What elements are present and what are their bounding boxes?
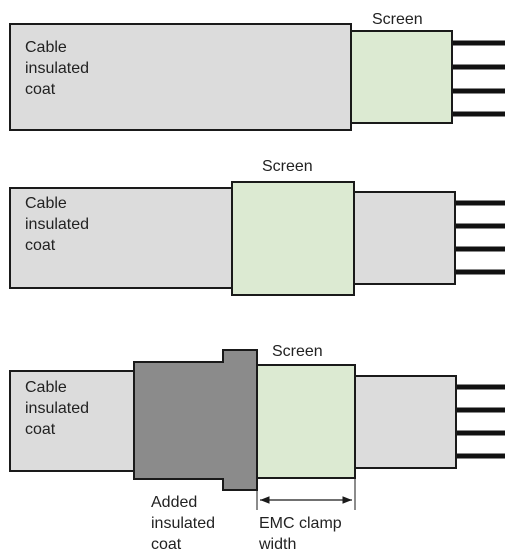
screen [256,364,356,479]
screen-label: Screen [272,343,323,360]
screen-label: Screen [262,158,313,175]
diagram-1: Screen Cable insulated coat [9,11,505,131]
cable-label-line-3: coat [25,237,56,254]
added-coat-label-line-2: insulated [151,515,215,532]
cable-label-line-2: insulated [25,216,89,233]
cable-label-line-1: Cable [25,379,67,396]
cable-insulated-coat [9,370,135,472]
added-coat-label-line-3: coat [151,536,182,553]
cable-label-line-3: coat [25,421,56,438]
diagram-2: Screen Cable insulated coat [9,158,505,296]
screen-label: Screen [372,11,423,28]
clamp-label-line-2: width [258,536,296,553]
screen [231,181,355,296]
clamp-label-line-1: EMC clamp [259,515,342,532]
cable-label-line-1: Cable [25,39,67,56]
cable-label-line-2: insulated [25,400,89,417]
stripped-insulation [353,191,456,285]
added-insulated-coat [133,349,258,491]
stripped-insulation [354,375,457,469]
cable-insulated-coat [9,23,352,131]
added-coat-label-line-1: Added [151,494,197,511]
cable-insulated-coat [9,187,233,289]
cable-label-line-3: coat [25,81,56,98]
cable-label-line-1: Cable [25,195,67,212]
diagram-3: Screen Cable insulated coat EMC clamp wi… [9,343,505,553]
screen [350,30,453,124]
cable-label-line-2: insulated [25,60,89,77]
